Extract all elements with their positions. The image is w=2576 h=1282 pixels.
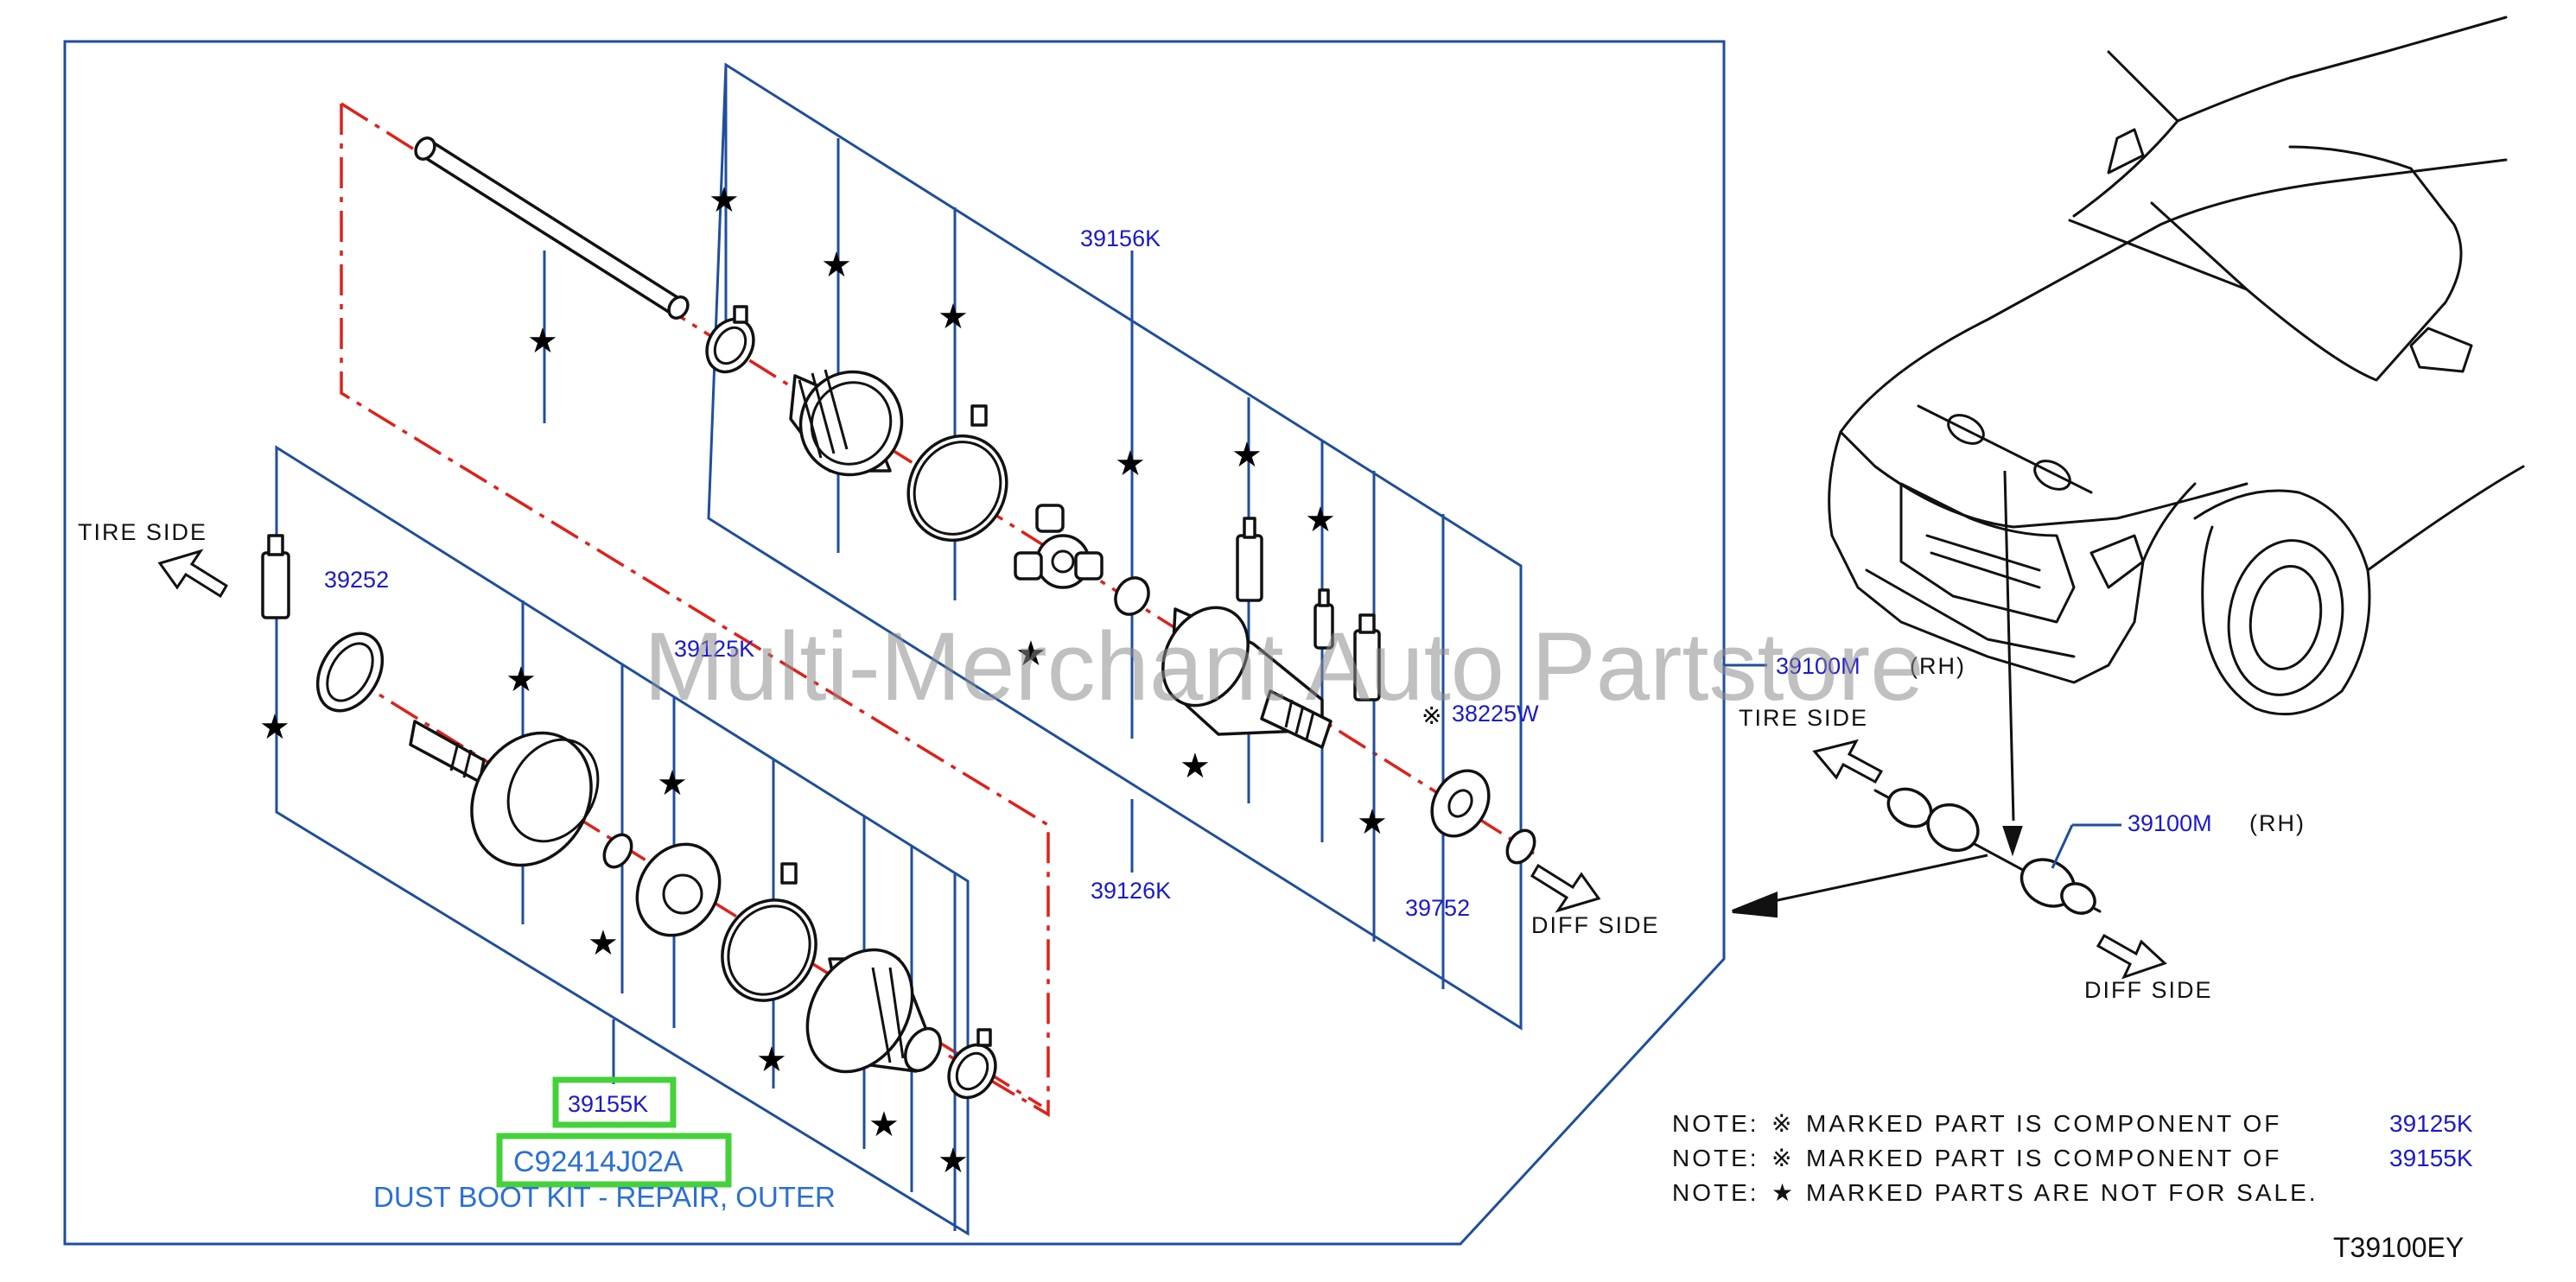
part-number-39126K[interactable]: 39126K [1091, 878, 1171, 904]
seal-39252 [315, 631, 385, 713]
grease-tube-1 [1236, 517, 1263, 602]
part-code-highlight-box [496, 1133, 732, 1188]
note-1-prefix: NOTE: [1672, 1110, 1759, 1137]
note-3-mark: ★ [1771, 1179, 1796, 1206]
note-1-mark: ※ [1771, 1110, 1794, 1137]
rh-label-1: (RH) [1910, 653, 1966, 679]
snap-ring-inner [1114, 576, 1150, 616]
watermark: Multi-Merchant Auto Partstore [644, 612, 1924, 720]
star-icon: ★ [938, 297, 969, 337]
tire-side-arrow-left [157, 549, 229, 599]
part-number-39156K[interactable]: 39156K [1080, 225, 1161, 251]
part-number-39125K[interactable]: 39125K [674, 636, 754, 662]
diff-side-label-right: DIFF SIDE [2084, 977, 2213, 1003]
star-icon: ★ [821, 245, 852, 285]
note-2-prefix: NOTE: [1672, 1145, 1759, 1171]
star-icon: ★ [657, 764, 688, 803]
grease-tube-lower [261, 534, 290, 619]
circlip-outer [602, 833, 633, 869]
star-icon: ★ [259, 708, 290, 747]
diff-side-label-center: DIFF SIDE [1531, 912, 1660, 938]
note-1-text: MARKED PART IS COMPONENT OF [1806, 1110, 2281, 1137]
shaft [414, 136, 690, 320]
note-2-ref: 39155K [2389, 1145, 2473, 1171]
vehicle-pointer-arrowhead [2002, 826, 2023, 857]
vehicle-pointer-line [2003, 470, 2015, 822]
star-icon: ★ [1180, 746, 1211, 786]
band-clamp-outer-small [947, 1028, 997, 1100]
spider-assembly [1014, 504, 1104, 589]
note-2-text: MARKED PART IS COMPONENT OF [1806, 1145, 2281, 1171]
diagram-id: T39100EY [2333, 1232, 2464, 1263]
inner-boot [789, 369, 904, 477]
star-icon: ★ [756, 1040, 787, 1080]
band-clamp-outer-large [721, 862, 817, 1002]
part-code[interactable]: C92414J02A [513, 1146, 684, 1178]
component-mark-icon: ※ [1422, 701, 1441, 730]
part-description: DUST BOOT KIT - REPAIR, OUTER [373, 1181, 836, 1213]
note-1-ref: 39125K [2389, 1110, 2473, 1137]
star-icon: ★ [1305, 500, 1336, 540]
note-2-mark: ※ [1771, 1145, 1794, 1171]
upper-leader-lines [543, 67, 1767, 989]
ball-cage [635, 842, 722, 937]
tire-side-label-right: TIRE SIDE [1739, 705, 1868, 731]
band-clamp-inner-large [906, 404, 1008, 543]
star-icon: ★ [1357, 803, 1388, 842]
star-icon: ★ [527, 321, 558, 361]
grease-tube-3 [1353, 613, 1381, 701]
axis-line-lower [345, 672, 1042, 1107]
part-number-highlight-box [552, 1076, 677, 1128]
part-number-39752[interactable]: 39752 [1405, 895, 1470, 921]
rh-label-2: (RH) [2249, 810, 2306, 836]
main-frame [63, 40, 1726, 1246]
star-icon: ★ [709, 181, 740, 220]
diagram-pointer-arrowhead [1732, 892, 1778, 918]
star-icon: ★ [588, 923, 619, 963]
star-icon: ★ [868, 1105, 900, 1145]
note-3-prefix: NOTE: [1672, 1179, 1759, 1206]
circlip-inner [1505, 828, 1536, 865]
rh-driveshaft-detail [1873, 787, 2102, 915]
note-3-text: MARKED PARTS ARE NOT FOR SALE. [1806, 1179, 2318, 1206]
dust-shield-38225W [1430, 769, 1491, 838]
outer-joint [409, 720, 600, 867]
outer-boot [805, 948, 943, 1074]
star-icon: ★ [506, 660, 537, 700]
grease-tube-2 [1313, 588, 1334, 650]
part-number-39100M-1[interactable]: 39100M [1776, 653, 1860, 679]
star-icon: ★ [938, 1141, 969, 1181]
part-number-39252[interactable]: 39252 [324, 567, 389, 593]
part-number-39100M-2[interactable]: 39100M [2128, 810, 2212, 836]
star-icon: ★ [1015, 634, 1046, 674]
notes-block: NOTE: ※ MARKED PART IS COMPONENT OF 3912… [1672, 1110, 2473, 1206]
not-for-sale-stars: ★ ★ ★ ★ ★ ★ ★ ★ ★ ★ ★ ★ ★ ★ ★ ★ ★ [259, 181, 1388, 1181]
axis-line-upper [340, 104, 1050, 1118]
diff-side-arrow-right [2096, 933, 2167, 980]
vehicle-illustration [1828, 16, 2525, 716]
rh-leader-2 [2051, 824, 2074, 869]
tire-side-arrow-right [1812, 739, 1884, 784]
part-number-39155K[interactable]: 39155K [568, 1091, 648, 1117]
band-clamp-inner-small [705, 305, 755, 374]
star-icon: ★ [1115, 444, 1146, 484]
diagram-pointer-line [1745, 854, 1988, 909]
diff-side-arrow-center [1530, 863, 1601, 913]
part-number-38225W[interactable]: 38225W [1452, 701, 1539, 727]
tire-side-label-left: TIRE SIDE [78, 519, 207, 545]
star-icon: ★ [1231, 435, 1263, 475]
inner-joint-housing [1161, 606, 1333, 749]
